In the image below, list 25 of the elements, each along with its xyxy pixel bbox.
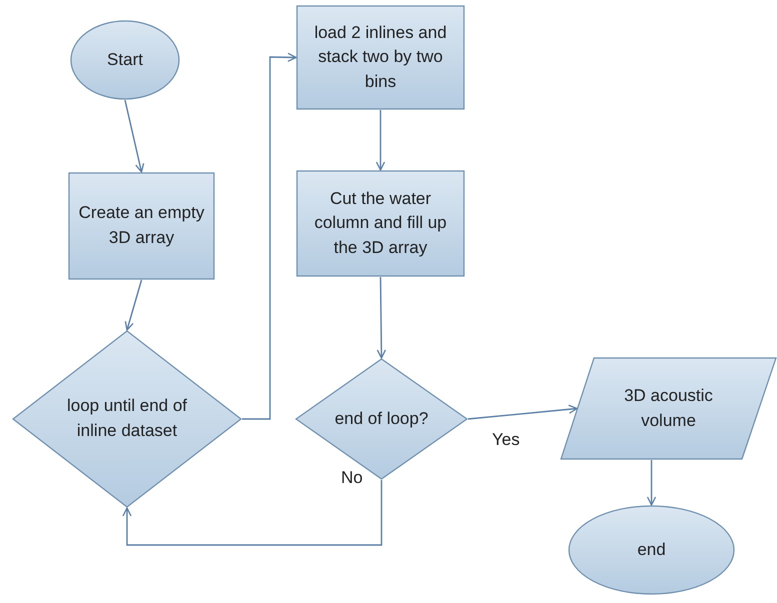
arrow [646,460,656,506]
node-label: loop until end of inline dataset [66,395,188,442]
arrow [376,110,386,171]
terminal-ellipse [70,20,180,100]
decision-diamond [12,330,242,508]
arrow [242,52,297,420]
arrow [124,280,142,331]
node-label: 3D acoustic volume [623,384,714,432]
node-label: Cut the water column and fill up the 3D array [313,188,448,259]
node-label: load 2 inlines and stack two by two bins [313,22,448,93]
edge-label: No [339,469,365,486]
terminal-ellipse [568,505,735,595]
arrow [376,277,386,359]
node-label: end of loop? [334,408,430,430]
node-label: Create an empty 3D array [78,202,206,249]
node-label: Start [106,48,144,71]
data-parallelogram [560,357,777,460]
arrow [124,100,144,173]
arrow [468,404,578,420]
process-box [296,5,465,110]
arrow [122,480,382,546]
node-label: end [636,538,667,561]
process-box [68,172,215,280]
edge-label: Yes [490,431,522,448]
process-box [296,170,465,277]
